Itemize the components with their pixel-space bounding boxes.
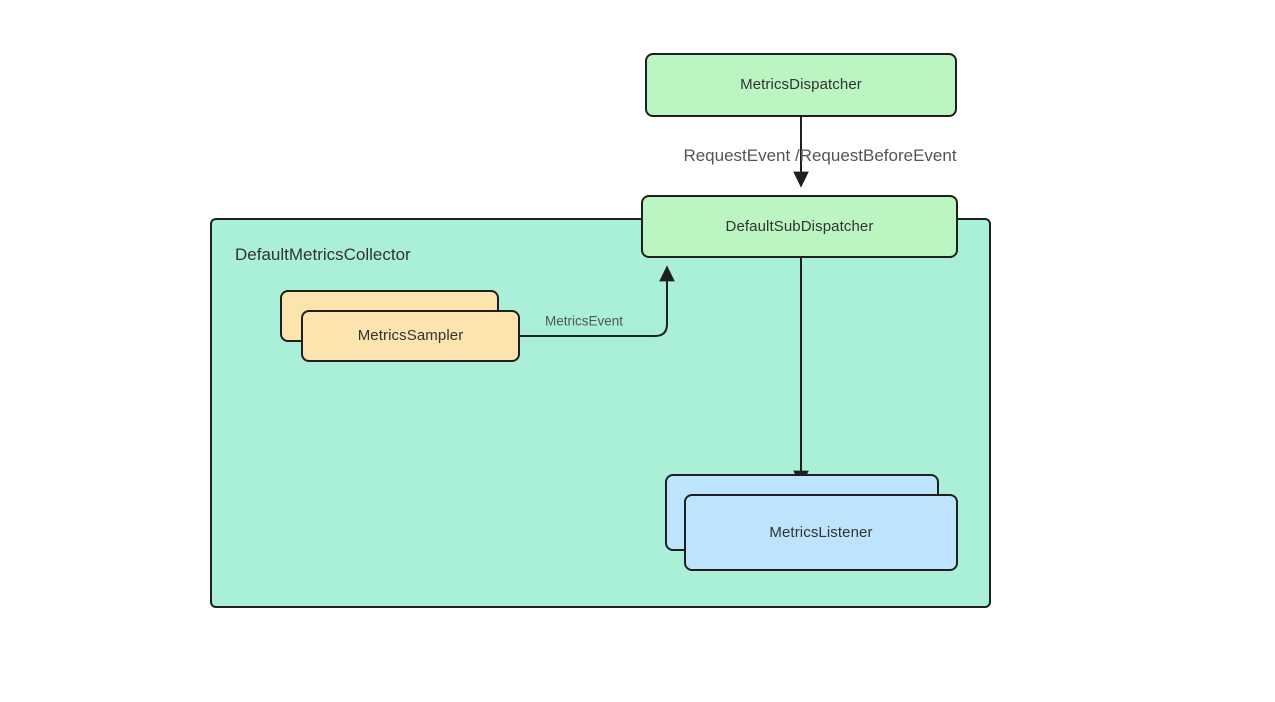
node-default-sub-dispatcher-label: DefaultSubDispatcher — [725, 217, 874, 235]
node-metrics-listener[interactable]: MetricsListener — [684, 494, 958, 571]
node-metrics-dispatcher-label: MetricsDispatcher — [740, 76, 862, 93]
edge-label-request-event: RequestEvent /RequestBeforeEvent — [683, 146, 957, 165]
edge-label-metrics-event: MetricsEvent — [544, 313, 624, 329]
cluster-label: DefaultMetricsCollector — [235, 245, 411, 264]
node-metrics-sampler-label: MetricsSampler — [357, 327, 464, 344]
node-metrics-dispatcher[interactable]: MetricsDispatcher — [645, 53, 957, 117]
node-metrics-listener-label: MetricsListener — [769, 523, 873, 541]
edge-sampler-to-subdispatcher[interactable] — [520, 265, 675, 337]
node-default-sub-dispatcher[interactable]: DefaultSubDispatcher — [641, 195, 958, 258]
node-metrics-sampler[interactable]: MetricsSampler — [301, 310, 520, 362]
